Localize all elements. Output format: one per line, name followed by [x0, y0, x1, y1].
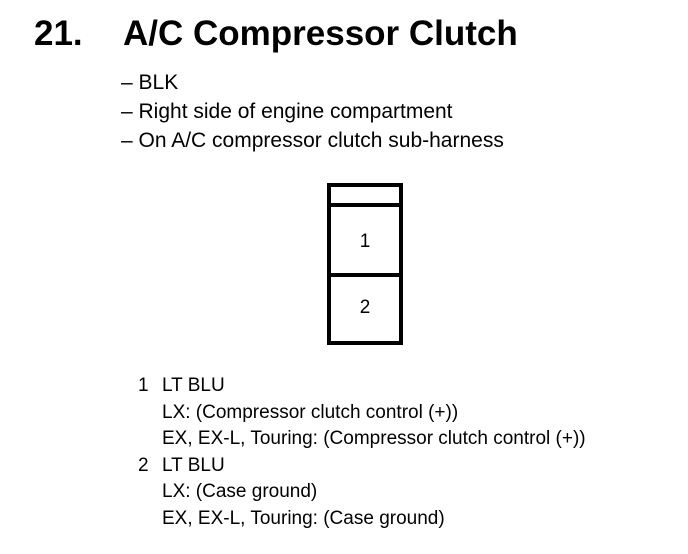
pin-wire-color: LT BLU [162, 375, 225, 396]
pin-detail: LX: (Compressor clutch control (+)) [162, 401, 459, 423]
pin-list: 1 LT BLU LX: (Compressor clutch control (… [138, 373, 586, 532]
connector-notes: – BLK – Right side of engine compartment… [121, 68, 504, 155]
section-title: A/C Compressor Clutch [123, 14, 518, 53]
terminal-1-label: 1 [359, 231, 371, 252]
note-harness: – On A/C compressor clutch sub-harness [121, 129, 504, 152]
pin-detail: EX, EX-L, Touring: (Case ground) [162, 507, 445, 529]
pin-detail: EX, EX-L, Touring: (Compressor clutch co… [162, 428, 586, 449]
note-color: – BLK [121, 71, 179, 94]
section-number: 21. [34, 14, 83, 53]
page-heading: 21. A/C Compressor Clutch [34, 14, 518, 54]
pin-entry-2: 2 LT BLU LX: (Case ground) EX, EX-L, Tour… [138, 453, 586, 533]
pin-detail: LX: (Case ground) [162, 481, 318, 502]
note-location: – Right side of engine compartment [121, 100, 453, 123]
pin-entry-1: 1 LT BLU LX: (Compressor clutch control (… [138, 373, 586, 453]
connector-diagram: 1 2 [327, 183, 403, 345]
connector-lock-tab [331, 203, 399, 207]
terminal-divider [331, 273, 399, 277]
pin-number: 1 [138, 375, 149, 396]
pin-wire-color: LT BLU [162, 454, 225, 476]
terminal-2-label: 2 [359, 297, 371, 318]
pin-number: 2 [138, 454, 149, 476]
